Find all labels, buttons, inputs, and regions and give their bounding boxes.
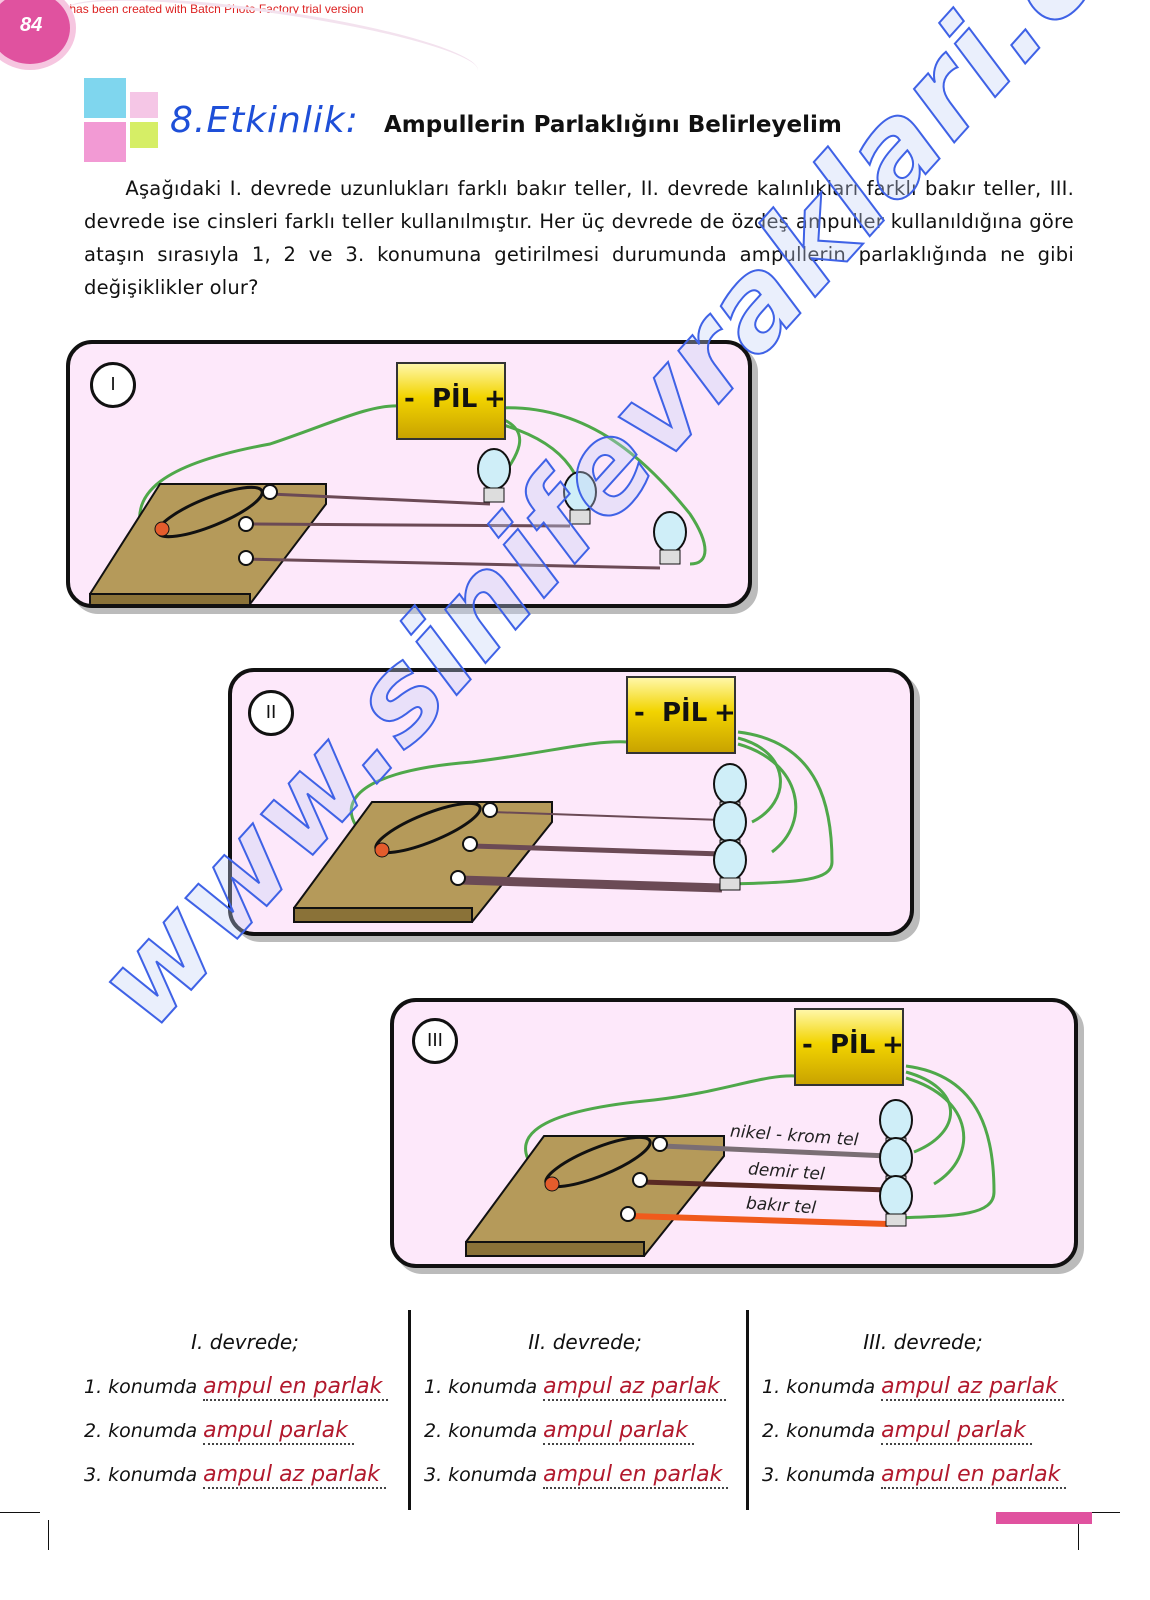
handwritten-answer: ampul en parlak [543, 1462, 729, 1489]
battery-label: PİL [662, 698, 708, 728]
handwritten-answer: ampul az parlak [203, 1462, 386, 1489]
answer-column-title: II. devrede; [528, 1330, 642, 1354]
bulb-icon [879, 1175, 913, 1227]
crop-mark [0, 1512, 40, 1513]
position-label: 2. konumda [762, 1420, 876, 1442]
position-label: 1. konumda [762, 1376, 876, 1398]
circuit-panel-3: III - PİL + nikel - krom tel demir tel b… [390, 998, 1078, 1268]
handwritten-answer: ampul az parlak [881, 1374, 1064, 1401]
activity-logo [84, 78, 164, 164]
position-label: 3. konumda [762, 1464, 876, 1486]
bulb-icon [563, 471, 597, 525]
circuit-label-1: I [90, 362, 136, 408]
battery-minus: - [634, 698, 645, 728]
answer-row: 2. konumda ampul parlak [84, 1418, 354, 1445]
page-number: 84 [20, 14, 43, 36]
battery-label: PİL [432, 384, 478, 414]
answer-row: 1. konumda ampul az parlak [424, 1374, 726, 1401]
answer-row: 3. konumda ampul az parlak [84, 1462, 386, 1489]
battery-1: - PİL + [396, 362, 506, 440]
position-label: 3. konumda [424, 1464, 538, 1486]
circuit-diagram-2 [293, 730, 834, 923]
column-divider [746, 1310, 749, 1510]
circuit-panel-1: I - PİL + [66, 340, 752, 608]
answer-row: 3. konumda ampul en parlak [762, 1462, 1067, 1489]
page-badge [0, 0, 70, 64]
answer-row: 2. konumda ampul parlak [762, 1418, 1032, 1445]
answer-row: 1. konumda ampul en parlak [84, 1374, 389, 1401]
column-divider [408, 1310, 411, 1510]
battery-3: - PİL + [794, 1008, 904, 1086]
footer-accent-bar [996, 1512, 1092, 1524]
battery-minus: - [802, 1030, 813, 1060]
battery-plus: + [484, 384, 506, 414]
circuit-diagram-3 [465, 1064, 996, 1257]
crop-mark [48, 1520, 49, 1550]
answers-section: I. devrede; 1. konumda ampul en parlak 2… [80, 1310, 1090, 1510]
bulb-icon [713, 839, 747, 891]
answer-column-title: I. devrede; [191, 1330, 299, 1354]
trial-notice: This picture has been created with Batch… [4, 2, 364, 16]
handwritten-answer: ampul parlak [881, 1418, 1032, 1445]
intro-paragraph: Aşağıdaki I. devrede uzunlukları farklı … [84, 172, 1074, 304]
answer-row: 3. konumda ampul en parlak [424, 1462, 729, 1489]
crop-mark [1078, 1520, 1079, 1550]
handwritten-answer: ampul az parlak [543, 1374, 726, 1401]
handwritten-answer: ampul en parlak [881, 1462, 1067, 1489]
crop-mark [1090, 1512, 1120, 1513]
position-label: 1. konumda [424, 1376, 538, 1398]
circuit-label-3: III [412, 1018, 458, 1064]
handwritten-answer: ampul parlak [203, 1418, 354, 1445]
handwritten-answer: ampul en parlak [203, 1374, 389, 1401]
battery-label: PİL [830, 1030, 876, 1060]
position-label: 2. konumda [84, 1420, 198, 1442]
battery-plus: + [882, 1030, 904, 1060]
activity-title: Ampullerin Parlaklığını Belirleyelim [384, 112, 842, 138]
circuit-panel-2: II - PİL + [228, 668, 914, 936]
handwritten-answer: ampul parlak [543, 1418, 694, 1445]
answer-column-title: III. devrede; [863, 1330, 983, 1354]
answer-column-2: II. devrede; 1. konumda ampul az parlak … [420, 1310, 750, 1510]
circuit-diagram-1 [89, 404, 707, 604]
answer-row: 2. konumda ampul parlak [424, 1418, 694, 1445]
position-label: 2. konumda [424, 1420, 538, 1442]
answer-column-1: I. devrede; 1. konumda ampul en parlak 2… [80, 1310, 410, 1510]
activity-number: 8.Etkinlik: [170, 100, 359, 141]
bulb-icon [653, 511, 687, 565]
battery-minus: - [404, 384, 415, 414]
battery-plus: + [714, 698, 736, 728]
answer-row: 1. konumda ampul az parlak [762, 1374, 1064, 1401]
answer-column-3: III. devrede; 1. konumda ampul az parlak… [758, 1310, 1088, 1510]
circuit-label-2: II [248, 690, 294, 736]
battery-2: - PİL + [626, 676, 736, 754]
intro-text: Aşağıdaki I. devrede uzunlukları farklı … [84, 177, 1074, 299]
position-label: 3. konumda [84, 1464, 198, 1486]
position-label: 1. konumda [84, 1376, 198, 1398]
bulb-icon [477, 448, 511, 503]
